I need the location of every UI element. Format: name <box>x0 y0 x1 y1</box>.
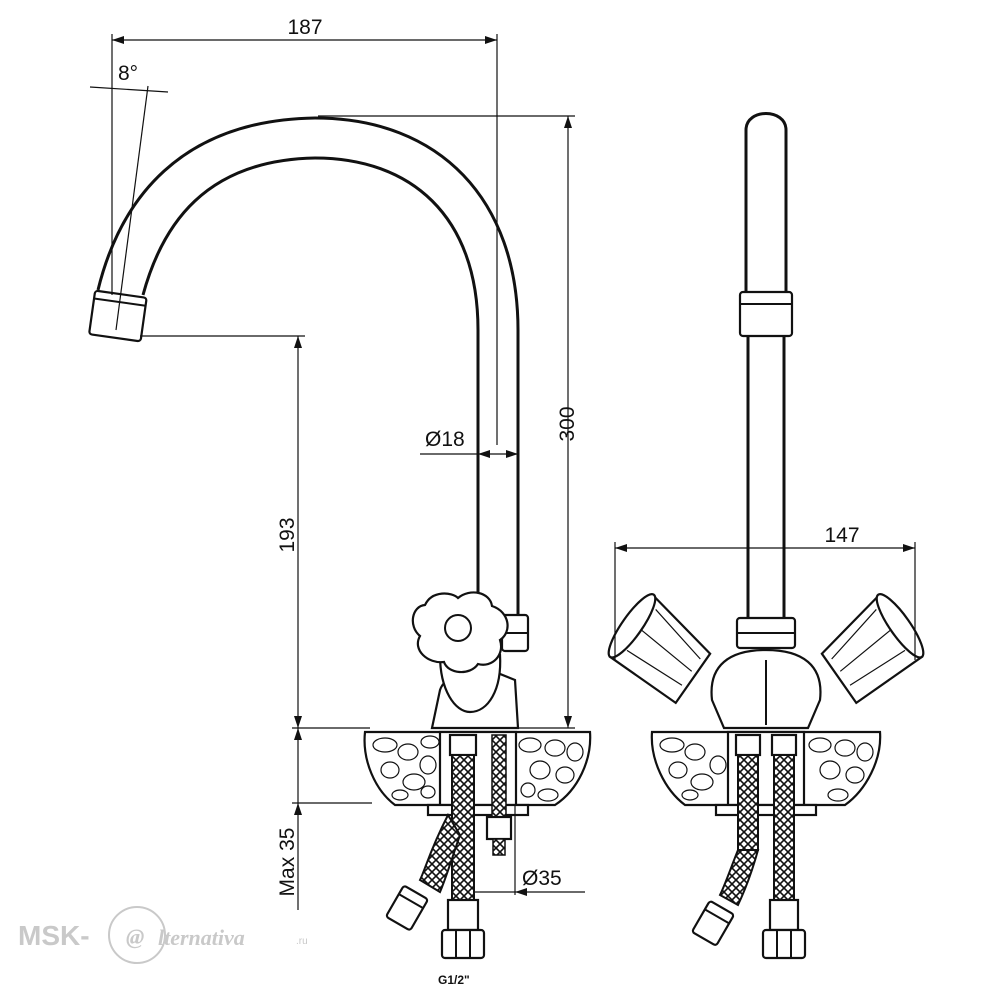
front-pipe <box>738 112 794 620</box>
mount-hole-label: Ø35 <box>522 867 562 890</box>
watermark-prefix: MSK- <box>18 920 90 951</box>
front-view: 147 <box>607 112 925 960</box>
reach-label: 187 <box>287 16 322 39</box>
watermark-suffix: lternativa <box>158 925 245 950</box>
front-handle-left <box>607 593 712 705</box>
angle-dimension: 8° <box>89 62 169 331</box>
spout-height-dimension: 193 <box>140 335 370 729</box>
watermark: MSK- @ lternativa .ru <box>18 906 308 964</box>
angle-label: 8° <box>118 62 138 85</box>
front-decorative-base <box>650 730 882 817</box>
pipe-diameter-label: Ø18 <box>425 428 465 451</box>
watermark-domain: .ru <box>296 936 308 947</box>
width-label: 147 <box>824 524 859 547</box>
width-dimension: 147 <box>614 524 916 660</box>
front-valve-body <box>710 616 822 730</box>
mount-thickness-label: Max 35 <box>276 828 299 897</box>
mount-thickness-dimension: Max 35 <box>276 728 372 910</box>
spout-pipe <box>96 116 520 615</box>
reach-dimension: 187 <box>111 16 498 445</box>
valve-handle <box>411 591 530 730</box>
spout-height-label: 193 <box>276 517 299 552</box>
supply-hoses: G1/2" <box>385 733 486 987</box>
watermark-at: @ <box>126 924 144 949</box>
pipe-diameter-dimension: Ø18 <box>420 428 518 458</box>
front-handle-right <box>820 593 925 705</box>
side-view: 187 8° 300 193 Ø18 <box>88 16 592 987</box>
front-supply-hoses <box>691 733 807 960</box>
total-height-dimension: 300 <box>318 115 579 729</box>
mount-stud <box>485 734 513 856</box>
decorative-base <box>363 730 592 817</box>
mount-hole-dimension: Ø35 <box>475 805 585 896</box>
total-height-label: 300 <box>556 406 579 441</box>
thread-label: G1/2" <box>438 973 470 987</box>
